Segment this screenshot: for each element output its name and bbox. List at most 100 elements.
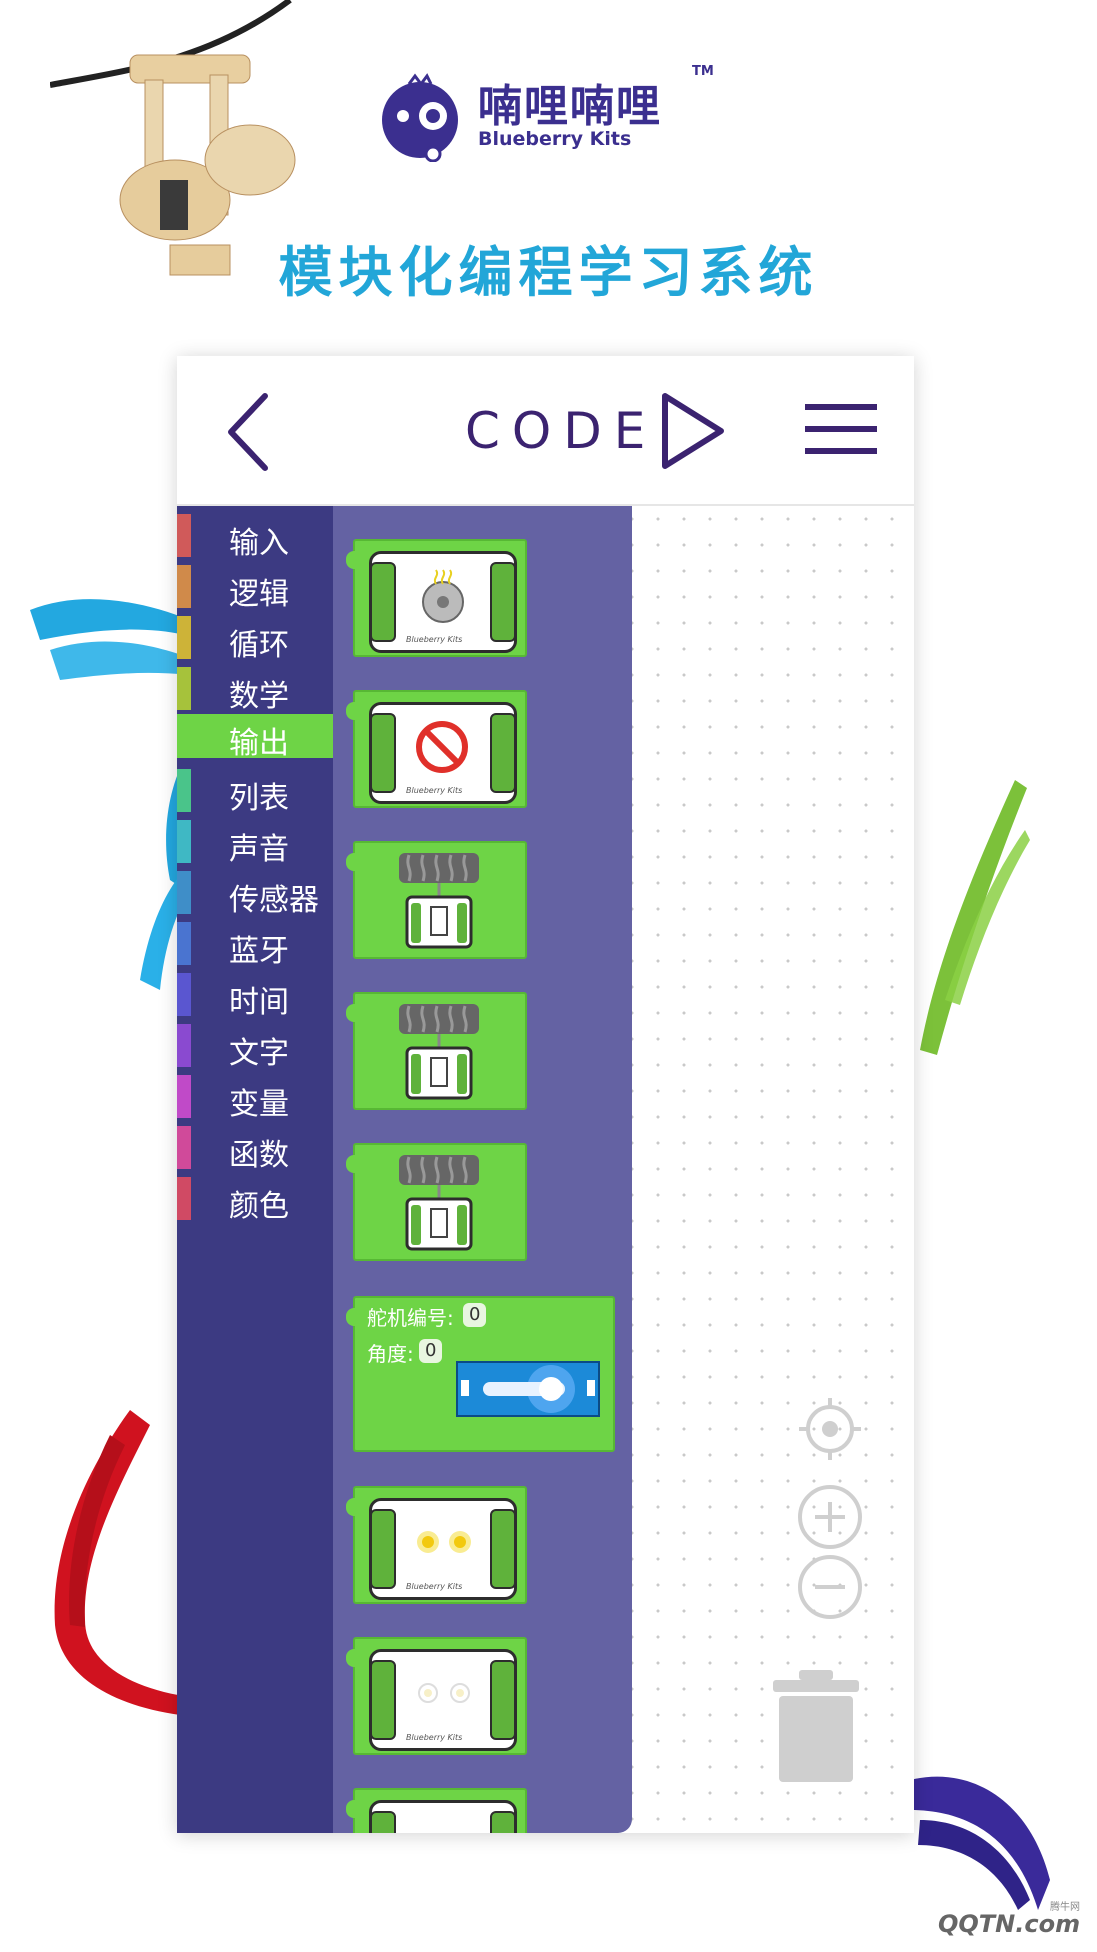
category-color-stripe (177, 1075, 191, 1118)
servo-id-label: 舵机编号: (367, 1306, 454, 1330)
module-side (490, 562, 514, 642)
buzzer-icon (422, 569, 464, 623)
category-sound[interactable]: 声音 (177, 816, 333, 867)
module-brand-text: Blueberry Kits (406, 1733, 463, 1742)
category-sensor[interactable]: 传感器 (177, 867, 333, 918)
module-side (490, 1660, 514, 1740)
trademark-mark: TM (692, 64, 714, 79)
led-white-module-block[interactable]: Blueberry Kits (346, 1637, 527, 1755)
motor-module-block-3[interactable] (346, 1143, 527, 1261)
category-function[interactable]: 函数 (177, 1122, 333, 1173)
white-led-icon (418, 1683, 470, 1703)
module-side (372, 1811, 396, 1833)
category-color-stripe (177, 565, 191, 608)
category-color[interactable]: 颜色 (177, 1173, 333, 1224)
logo-chinese-text: 喃哩喃哩 (478, 81, 662, 132)
category-color-stripe (177, 667, 191, 710)
category-label: 时间 (229, 985, 289, 1020)
category-color-stripe (177, 1024, 191, 1067)
motor-module-block-2[interactable] (346, 992, 527, 1110)
category-color-stripe (177, 922, 191, 965)
category-color-stripe (177, 820, 191, 863)
category-label: 变量 (229, 1087, 289, 1122)
red-paint-stroke (54, 1410, 180, 1715)
blue-paint-stroke (30, 599, 198, 990)
toolbox-sidebar: 输入 逻辑 循环 数学 输出 列表 声音 传感器 (177, 506, 333, 1833)
category-input[interactable]: 输入 (177, 510, 333, 561)
slogan-title: 模块化编程学习系统 (278, 241, 819, 304)
buzzer-module-block[interactable]: Blueberry Kits (346, 539, 527, 657)
category-logic[interactable]: 逻辑 (177, 561, 333, 612)
watermark-subtext: 腾牛网 (1050, 1902, 1080, 1913)
zoom-out-icon[interactable] (797, 1554, 863, 1620)
module-brand-text: Blueberry Kits (406, 1582, 463, 1591)
motor-icon (399, 1155, 479, 1251)
block-connector (346, 551, 360, 569)
category-label: 输入 (229, 526, 289, 561)
category-label: 数学 (229, 679, 289, 714)
green-paint-stroke (920, 780, 1030, 1055)
category-color-stripe (177, 973, 191, 1016)
servo-id-input[interactable]: 0 (463, 1303, 487, 1327)
prohibited-icon (416, 721, 468, 773)
servo-angle-label: 角度: (367, 1342, 414, 1366)
module-side (490, 1811, 514, 1833)
led-yellow-module-block[interactable]: Blueberry Kits (346, 1486, 527, 1604)
top-bar: CODE (177, 356, 914, 506)
watermark-text: QQTN.com (938, 1910, 1081, 1938)
block-connector (346, 1649, 360, 1667)
category-color-stripe (177, 1177, 191, 1220)
menu-hamburger-icon[interactable] (803, 402, 879, 458)
purple-paint-stroke (910, 1776, 1050, 1910)
led-module-block-partial[interactable] (346, 1788, 527, 1833)
category-label: 颜色 (229, 1189, 289, 1224)
category-label: 输出 (229, 726, 289, 761)
module-board (369, 1800, 517, 1833)
module-side (372, 562, 396, 642)
category-time[interactable]: 时间 (177, 969, 333, 1020)
back-arrow-icon[interactable] (223, 392, 273, 472)
servo-angle-input[interactable]: 0 (419, 1339, 443, 1363)
motor-icon (399, 1004, 479, 1100)
block-connector (346, 1308, 360, 1326)
stop-module-block[interactable]: Blueberry Kits (346, 690, 527, 808)
category-label: 蓝牙 (229, 934, 289, 969)
run-play-icon[interactable] (657, 390, 729, 472)
category-list[interactable]: 列表 (177, 765, 333, 816)
module-side (372, 1509, 396, 1589)
logo-english-text: Blueberry Kits (478, 128, 632, 150)
motor-module-block-1[interactable] (346, 841, 527, 959)
module-board: Blueberry Kits (369, 551, 517, 653)
block-connector (346, 853, 360, 871)
category-label: 循环 (229, 628, 289, 663)
servo-block[interactable]: 舵机编号: 0 角度: 0 (346, 1296, 615, 1452)
module-brand-text: Blueberry Kits (406, 786, 463, 795)
block-connector (346, 702, 360, 720)
module-side (490, 713, 514, 793)
category-loop[interactable]: 循环 (177, 612, 333, 663)
blueberry-logo-icon (382, 73, 458, 162)
module-board: Blueberry Kits (369, 1649, 517, 1751)
block-connector (346, 1155, 360, 1173)
module-side (372, 713, 396, 793)
category-output[interactable]: 输出 (177, 714, 333, 761)
category-color-stripe (177, 871, 191, 914)
category-color-stripe (177, 514, 191, 557)
module-board: Blueberry Kits (369, 702, 517, 804)
zoom-in-icon[interactable] (797, 1484, 863, 1550)
category-color-stripe (177, 769, 191, 812)
category-text[interactable]: 文字 (177, 1020, 333, 1071)
category-bluetooth[interactable]: 蓝牙 (177, 918, 333, 969)
category-label: 文字 (229, 1036, 289, 1071)
block-connector (346, 1800, 360, 1818)
module-board: Blueberry Kits (369, 1498, 517, 1600)
recenter-icon[interactable] (797, 1396, 863, 1462)
yellow-led-icon (417, 1531, 471, 1553)
wooden-robot-image (50, 0, 296, 276)
page-title: CODE (465, 402, 658, 460)
trash-icon[interactable] (771, 1668, 861, 1784)
category-math[interactable]: 数学 (177, 663, 333, 714)
category-color-stripe (177, 1126, 191, 1169)
category-variable[interactable]: 变量 (177, 1071, 333, 1122)
category-label: 传感器 (229, 883, 319, 918)
